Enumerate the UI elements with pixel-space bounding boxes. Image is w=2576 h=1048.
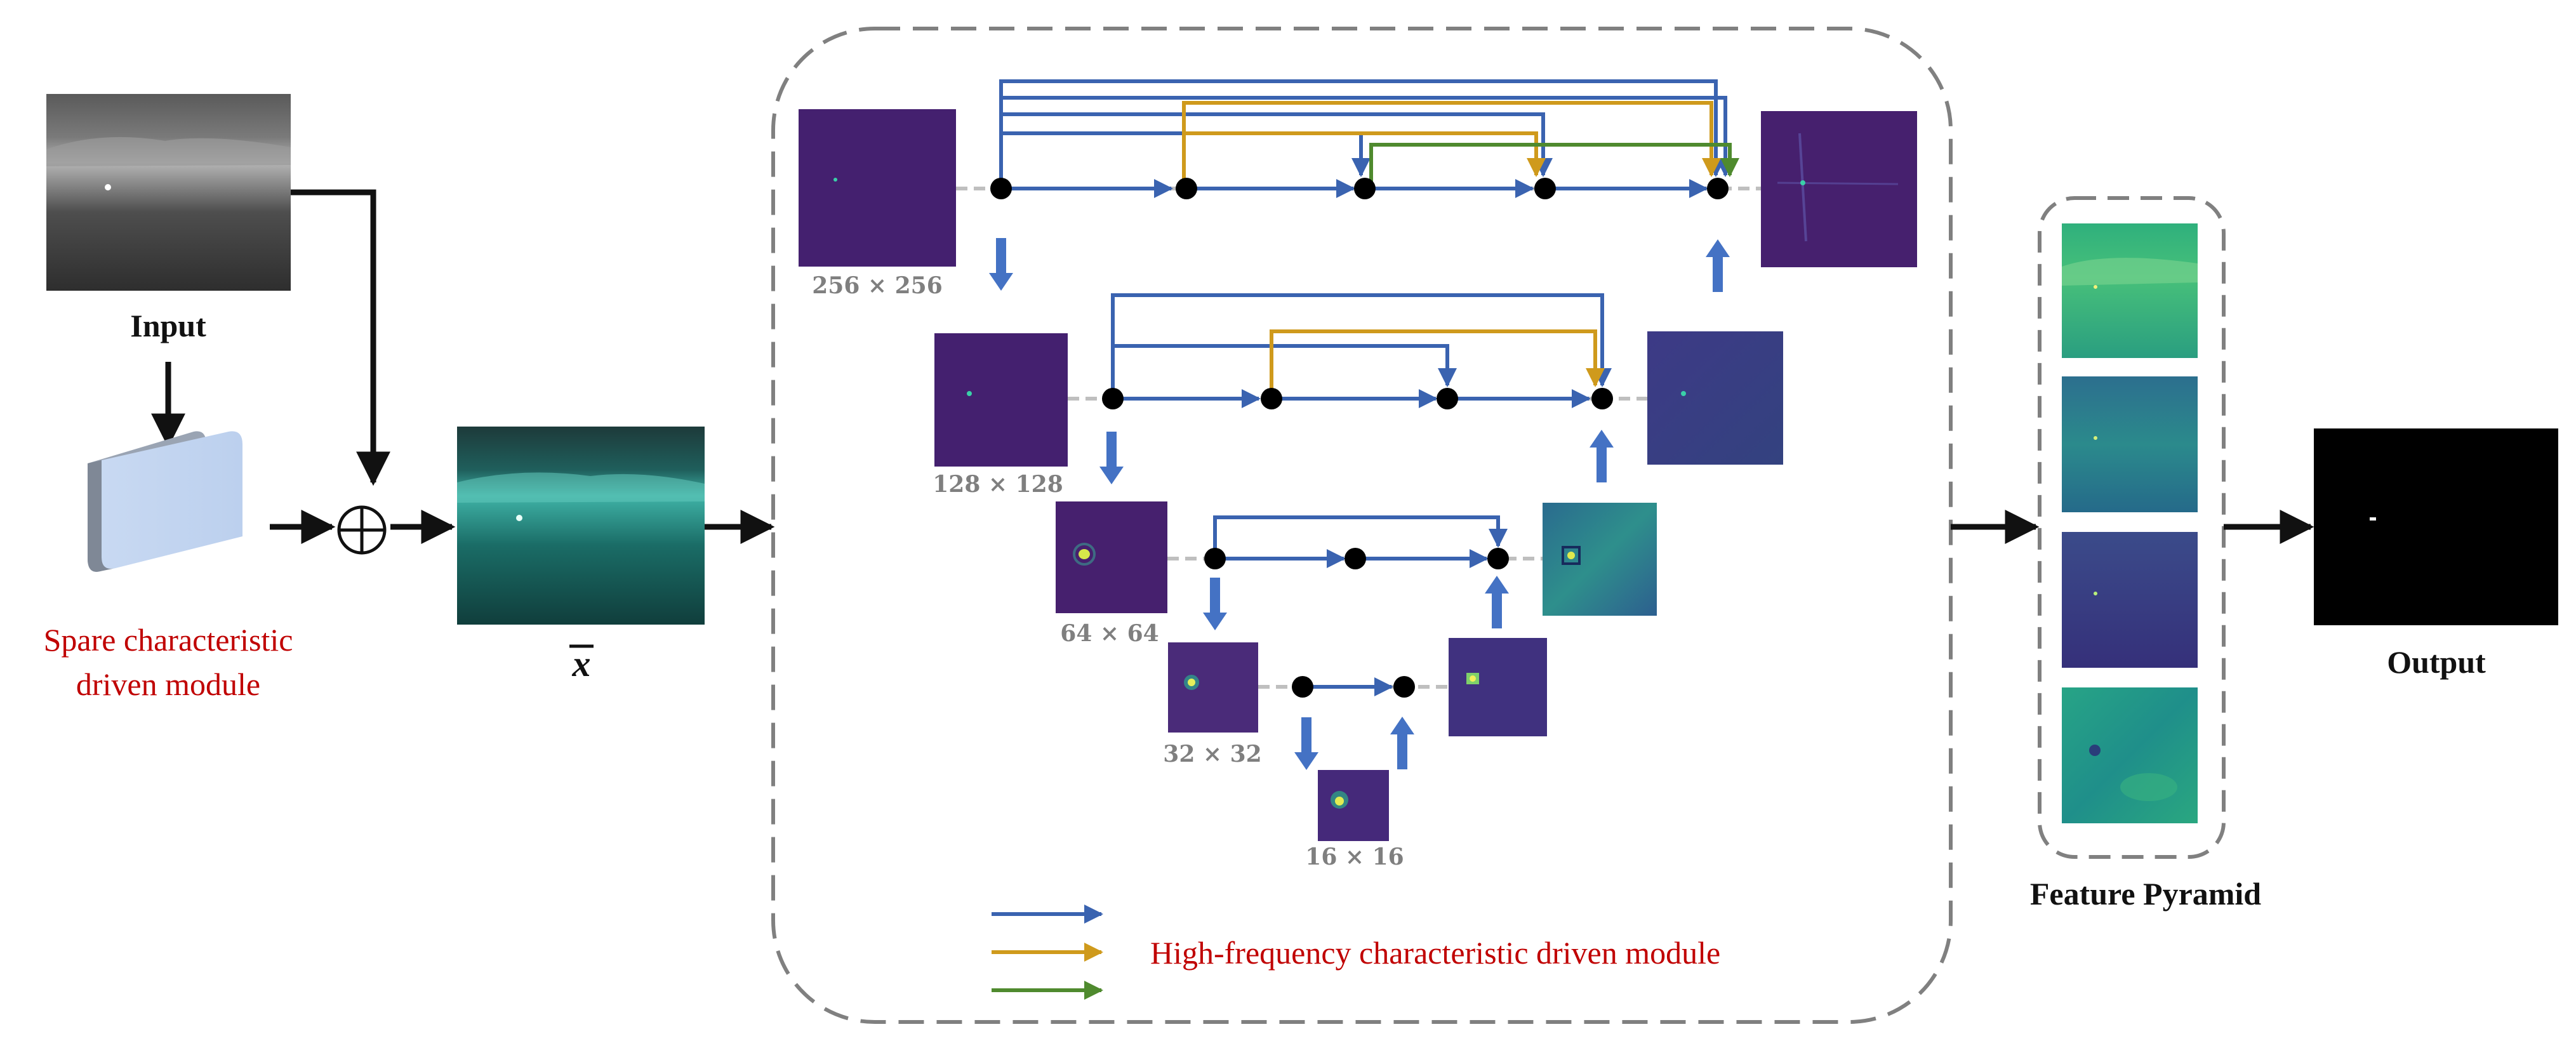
node-dot — [1393, 676, 1415, 698]
xbar-image — [457, 427, 705, 625]
xbar-panel: x — [457, 427, 705, 684]
output-image — [2314, 428, 2558, 625]
pyramid-label: Feature Pyramid — [2030, 876, 2261, 912]
input-panel: Input — [46, 94, 291, 343]
spare-module-shape — [88, 431, 242, 572]
feature-map-32 — [1168, 642, 1258, 733]
level2-nodes — [1102, 388, 1613, 409]
input-image-horizon — [46, 136, 291, 166]
feature-map-16 — [1318, 770, 1389, 841]
legend — [992, 905, 1103, 1000]
node-dot — [1437, 388, 1458, 409]
decoder-map-256 — [1761, 111, 1917, 267]
output-target — [2370, 517, 2376, 521]
node-dot — [1354, 178, 1376, 199]
output-label: Output — [2387, 644, 2486, 680]
spare-module-face — [102, 431, 242, 569]
pyramid-level-1 — [2062, 223, 2198, 358]
node-dot — [1591, 388, 1613, 409]
res-label-64: 64 × 64 — [1060, 620, 1159, 647]
node-dot — [990, 178, 1012, 199]
res-label-16: 16 × 16 — [1305, 844, 1404, 870]
xbar-label: x — [572, 643, 591, 684]
level3-nodes — [1204, 548, 1509, 569]
input-label: Input — [130, 308, 206, 343]
pyramid-level-2 — [2062, 376, 2198, 512]
node-dot — [1534, 178, 1556, 199]
oplus-icon — [337, 505, 387, 555]
input-image — [46, 94, 291, 291]
hf-module-label: High-frequency characteristic driven mod… — [1150, 935, 1720, 971]
node-dot — [1102, 388, 1124, 409]
level4-nodes — [1292, 676, 1415, 698]
node-dot — [1292, 676, 1313, 698]
level2-connections — [1111, 293, 1612, 408]
up-arrows — [1390, 239, 1730, 769]
feature-map-128 — [934, 333, 1068, 467]
level3-connections — [1213, 515, 1508, 568]
node-dot — [1176, 178, 1197, 199]
xbar-target — [516, 515, 522, 521]
level1-nodes — [990, 178, 1729, 199]
node-dot — [1707, 178, 1729, 199]
decoder-map-128 — [1647, 331, 1783, 465]
spare-module-label-line1: Spare characteristic — [44, 622, 293, 658]
spare-module-label-line2: driven module — [76, 667, 260, 702]
down-arrows — [989, 238, 1318, 770]
pyramid-level-3 — [2062, 532, 2198, 668]
res-label-256: 256 × 256 — [812, 272, 943, 299]
input-target — [105, 184, 111, 190]
node-dot — [1204, 548, 1226, 569]
res-label-128: 128 × 128 — [933, 471, 1063, 498]
node-dot — [1261, 388, 1282, 409]
node-dot — [1344, 548, 1366, 569]
arrow-input-to-oplus — [291, 189, 390, 486]
res-label-32: 32 × 32 — [1163, 741, 1261, 767]
decoder-map-64 — [1543, 503, 1657, 616]
level1-connections — [999, 79, 1739, 198]
node-dot — [1487, 548, 1509, 569]
feature-map-64 — [1056, 501, 1167, 613]
feature-map-256 — [799, 109, 956, 267]
pyramid-level-4 — [2062, 687, 2198, 823]
decoder-map-32 — [1449, 638, 1547, 736]
